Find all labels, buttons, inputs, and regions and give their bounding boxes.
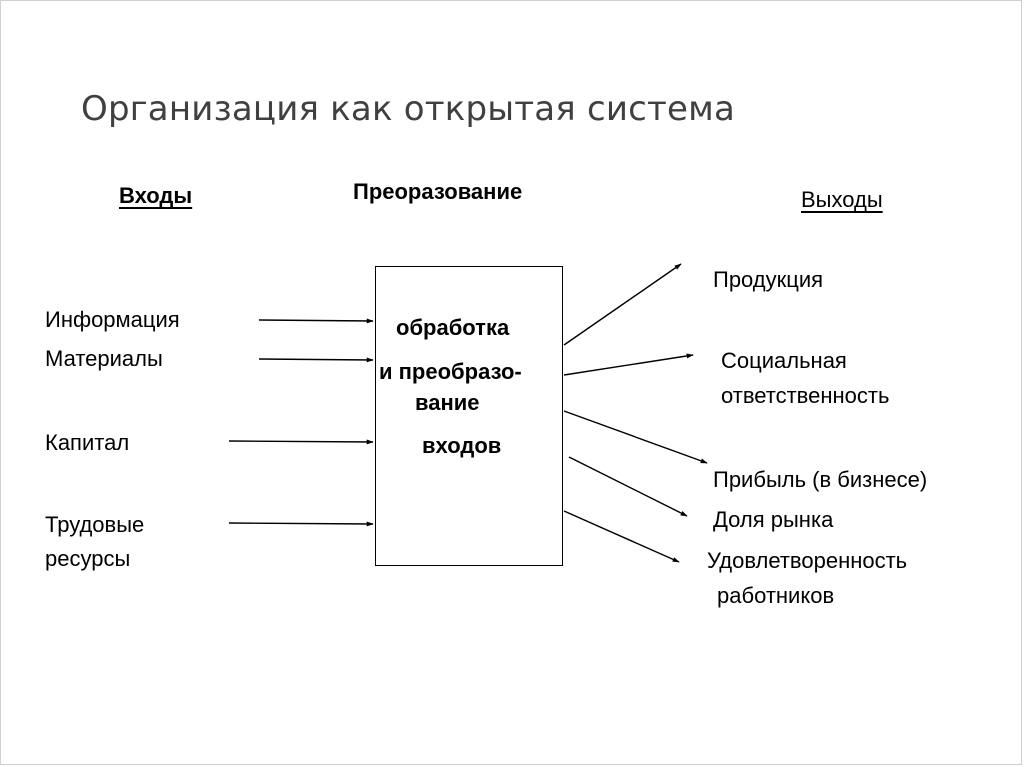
inputs-header: Входы xyxy=(119,183,193,208)
process-box xyxy=(375,266,563,566)
input-labor-line2: ресурсы xyxy=(45,546,131,571)
page-title: Организация как открытая система xyxy=(81,89,736,129)
arrow-social xyxy=(563,353,694,376)
input-information: Информация xyxy=(45,307,180,332)
input-capital: Капитал xyxy=(45,430,130,455)
transformation-header: Преоразование xyxy=(353,179,523,204)
arrow-capital xyxy=(228,439,374,445)
arrow-satisfaction xyxy=(563,510,680,563)
process-line2: и преобразо- xyxy=(379,359,522,384)
output-satisfaction-line2: работников xyxy=(717,583,835,608)
arrow-labor xyxy=(228,521,374,527)
arrow-materials xyxy=(258,357,374,363)
output-satisfaction-line1: Удовлетворенность xyxy=(707,548,908,573)
arrow-products xyxy=(563,263,682,346)
output-social-line1: Социальная xyxy=(721,348,847,373)
output-products: Продукция xyxy=(713,267,824,292)
output-social-line2: ответственность xyxy=(721,383,890,408)
outputs-header: Выходы xyxy=(801,187,883,212)
output-profit: Прибыль (в бизнесе) xyxy=(713,467,928,492)
process-line4: входов xyxy=(422,433,502,458)
input-materials: Материалы xyxy=(45,346,163,371)
arrow-market-share xyxy=(568,456,688,517)
arrow-profit xyxy=(563,410,708,464)
input-labor-line1: Трудовые xyxy=(45,512,145,537)
output-market-share: Доля рынка xyxy=(713,507,834,532)
process-line1: обработка xyxy=(396,315,510,340)
arrow-information xyxy=(258,318,374,324)
process-line3: вание xyxy=(415,390,480,415)
